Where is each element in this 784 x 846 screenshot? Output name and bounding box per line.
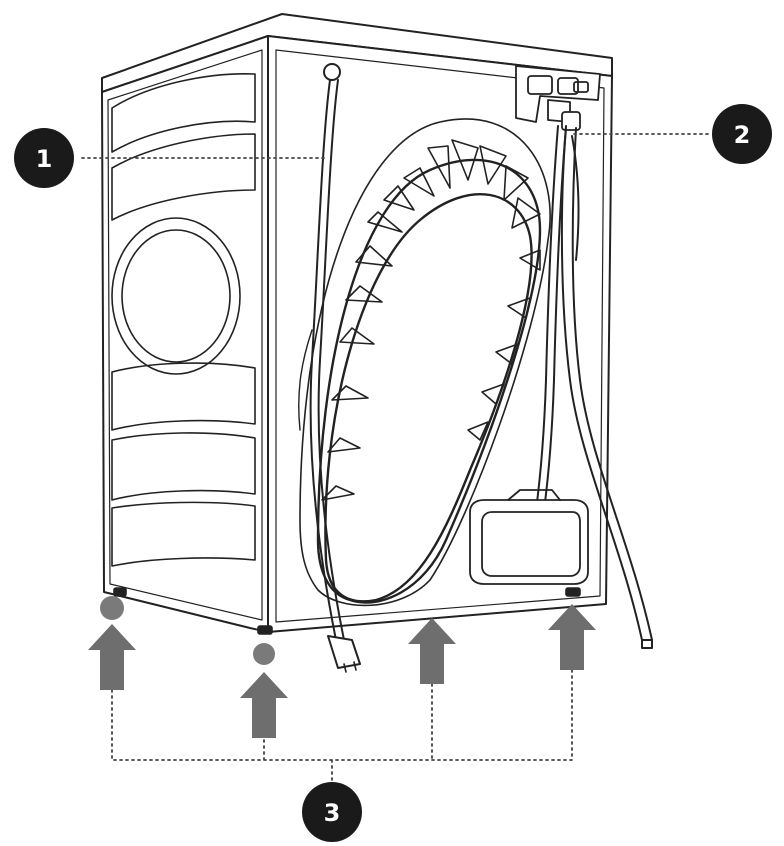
drum-housing <box>299 118 551 607</box>
side-panel-ribs <box>111 72 256 567</box>
inlet-valve <box>515 65 601 131</box>
number-badge-icon <box>302 782 362 842</box>
callout-label-2: 2 <box>734 121 751 149</box>
callout-badge-3: 3 <box>302 782 362 842</box>
leader-line-3 <box>111 667 573 791</box>
number-badge-icon <box>712 104 772 164</box>
callout-label-1: 1 <box>36 145 53 173</box>
inlet-hose <box>560 127 653 649</box>
up-arrow-icon <box>240 672 288 738</box>
power-cable <box>298 63 361 673</box>
leader-lines <box>81 133 713 791</box>
up-arrow-icon <box>88 624 136 690</box>
callout-label-3: 3 <box>324 799 341 827</box>
up-arrow-icon <box>548 604 596 670</box>
number-badge-icon <box>14 128 74 188</box>
drain-hose <box>535 125 580 511</box>
tub-fins <box>321 139 541 501</box>
bolt-hole-icon <box>100 596 124 620</box>
callout-badge-2: 2 <box>712 104 772 164</box>
bolt-hole-icon <box>253 643 275 665</box>
drum-back <box>324 193 533 603</box>
pump-filter-cover <box>469 489 589 585</box>
up-arrow-icon <box>408 618 456 684</box>
machine-feet <box>113 587 581 635</box>
cabinet-left-side <box>101 35 269 633</box>
tub-outer-rim <box>299 118 551 607</box>
callout-badge-1: 1 <box>14 128 74 188</box>
